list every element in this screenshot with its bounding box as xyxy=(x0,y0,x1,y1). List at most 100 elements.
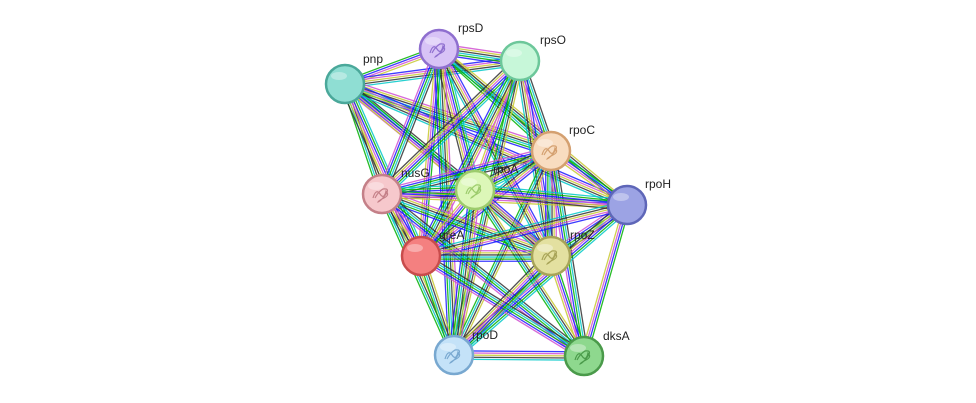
edge-rpoH-dksA[interactable] xyxy=(580,203,631,358)
edge-evidence-line xyxy=(452,203,627,355)
node-circle[interactable] xyxy=(563,335,605,377)
edge-evidence-line xyxy=(381,193,585,357)
node-label: rpoH xyxy=(645,177,671,191)
edge-evidence-line xyxy=(474,192,627,209)
edge-evidence-line xyxy=(346,79,629,202)
edge-evidence-line xyxy=(421,253,586,355)
edge-evidence-line xyxy=(455,257,554,358)
edge-evidence-line xyxy=(421,208,629,261)
edge-evidence-line xyxy=(420,255,585,357)
edge-evidence-line xyxy=(382,61,522,196)
edge-evidence-line xyxy=(420,202,627,255)
edge-evidence-line xyxy=(457,208,631,360)
node-circle[interactable] xyxy=(530,235,572,277)
node-circle[interactable] xyxy=(606,184,648,226)
edge-rpoD-dksA[interactable] xyxy=(453,350,585,361)
node-rpoC[interactable]: rpoC xyxy=(530,123,595,172)
node-highlight xyxy=(613,193,629,201)
node-pnp[interactable]: pnp xyxy=(324,52,383,105)
node-label: rpsD xyxy=(458,21,484,35)
edge-evidence-line xyxy=(455,206,630,358)
node-circle[interactable] xyxy=(433,334,475,376)
protein-structure-icon xyxy=(541,145,558,160)
node-nusG[interactable]: nusG xyxy=(361,166,430,215)
node-rpoZ[interactable]: rpoZ xyxy=(530,228,595,277)
protein-structure-icon xyxy=(444,349,461,364)
edge-evidence-line xyxy=(420,204,628,257)
node-circle[interactable] xyxy=(418,28,460,70)
edge-evidence-line xyxy=(343,84,421,257)
edge-rpoZ-rpoD[interactable] xyxy=(449,251,556,360)
edge-evidence-line xyxy=(454,256,553,357)
node-label: rpoA xyxy=(493,162,518,176)
edge-evidence-line xyxy=(379,58,519,193)
node-circle[interactable] xyxy=(454,169,496,211)
edge-evidence-line xyxy=(456,190,479,356)
edge-evidence-line xyxy=(339,85,417,259)
node-circle[interactable] xyxy=(400,235,442,277)
edge-evidence-line xyxy=(475,188,628,205)
node-rpsO[interactable]: rpsO xyxy=(499,33,566,82)
edge-evidence-line xyxy=(433,49,450,356)
edge-evidence-line xyxy=(380,59,520,194)
edge-evidence-line xyxy=(436,49,550,258)
edge-evidence-line xyxy=(343,85,627,208)
edge-rpsO-greA[interactable] xyxy=(415,58,526,259)
node-circle[interactable] xyxy=(361,173,403,215)
protein-structure-icon xyxy=(372,188,389,203)
edge-evidence-line xyxy=(421,61,522,257)
edge-evidence-line xyxy=(451,202,626,354)
edge-evidence-line xyxy=(384,190,588,354)
node-greA[interactable]: greA xyxy=(400,228,464,277)
node-dksA[interactable]: dksA xyxy=(563,329,630,377)
edge-greA-rpoZ[interactable] xyxy=(421,250,551,262)
node-label: dksA xyxy=(603,329,630,343)
edge-evidence-line xyxy=(383,49,442,196)
edge-evidence-line xyxy=(449,251,548,352)
protein-structure-icon xyxy=(574,350,591,365)
edge-evidence-line xyxy=(377,47,436,193)
node-highlight xyxy=(537,139,553,147)
node-highlight xyxy=(331,72,347,80)
node-rpoD[interactable]: rpoD xyxy=(433,328,498,376)
edge-evidence-line xyxy=(347,82,425,255)
node-highlight xyxy=(368,182,384,190)
edge-evidence-line xyxy=(378,196,582,360)
node-circle[interactable] xyxy=(324,63,366,105)
node-rpoH[interactable]: rpoH xyxy=(606,177,671,226)
node-highlight xyxy=(425,37,441,45)
node-label: nusG xyxy=(401,166,430,180)
protein-structure-icon xyxy=(465,184,482,199)
edge-evidence-line xyxy=(421,206,628,259)
edge-evidence-line xyxy=(457,259,556,360)
edge-nusG-dksA[interactable] xyxy=(378,190,588,360)
node-circle[interactable] xyxy=(530,130,572,172)
edge-rpoH-rpoD[interactable] xyxy=(450,200,631,360)
edge-evidence-line xyxy=(554,150,589,356)
node-highlight xyxy=(570,344,586,352)
node-rpoA[interactable]: rpoA xyxy=(454,162,518,211)
edge-evidence-line xyxy=(450,200,624,352)
node-circle[interactable] xyxy=(499,40,541,82)
edge-evidence-line xyxy=(582,204,627,356)
edge-evidence-line xyxy=(415,58,516,254)
edge-evidence-line xyxy=(380,195,584,359)
edge-evidence-line xyxy=(453,354,585,357)
edge-evidence-line xyxy=(453,356,584,359)
edge-evidence-line xyxy=(474,190,627,207)
edge-evidence-line xyxy=(454,352,585,355)
node-rpsD[interactable]: rpsD xyxy=(418,21,484,70)
node-label: greA xyxy=(439,228,464,242)
node-highlight xyxy=(440,343,456,351)
edge-evidence-line xyxy=(435,49,452,356)
node-label: rpoZ xyxy=(570,228,595,242)
node-label: rpoD xyxy=(472,328,498,342)
edge-evidence-line xyxy=(475,184,628,201)
edge-evidence-line xyxy=(419,60,520,256)
node-highlight xyxy=(537,244,553,252)
edge-evidence-line xyxy=(345,83,423,256)
edge-rpoH-greA[interactable] xyxy=(419,200,629,261)
edge-rpoA-rpoD[interactable] xyxy=(448,189,481,356)
edge-evidence-line xyxy=(379,47,438,194)
